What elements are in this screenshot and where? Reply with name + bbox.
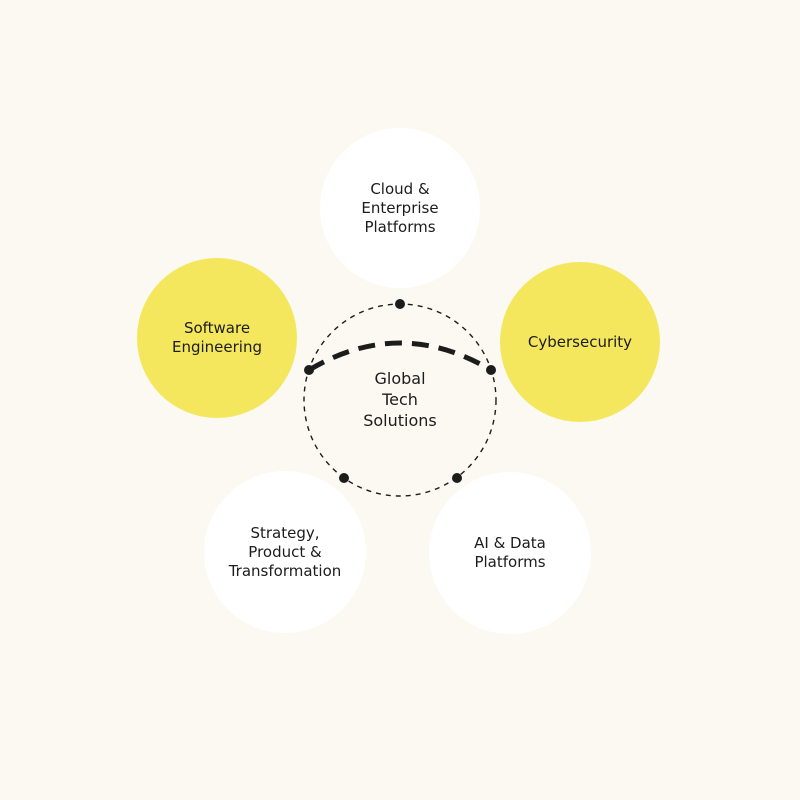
node-label: AI & Data Platforms [474, 534, 546, 571]
node-label: Strategy, Product & Transformation [228, 523, 342, 580]
connector-dot-cyber [486, 365, 496, 375]
node-software-engineering: Software Engineering [137, 258, 297, 418]
connector-dot-strategy [339, 473, 349, 483]
node-cybersecurity: Cybersecurity [500, 262, 660, 422]
node-label: Cloud & Enterprise Platforms [361, 179, 439, 236]
node-label: Software Engineering [172, 319, 262, 356]
highlight-arc [307, 340, 493, 373]
connector-dot-software [304, 365, 314, 375]
node-label: Cybersecurity [527, 332, 633, 351]
connector-dot-ai [452, 473, 462, 483]
connector-dot-cloud [395, 299, 405, 309]
node-strategy-product-transformation: Strategy, Product & Transformation [204, 471, 366, 633]
node-ai-data-platforms: AI & Data Platforms [429, 472, 591, 634]
node-cloud-enterprise-platforms: Cloud & Enterprise Platforms [320, 128, 480, 288]
center-label: Global Tech Solutions [363, 368, 437, 430]
